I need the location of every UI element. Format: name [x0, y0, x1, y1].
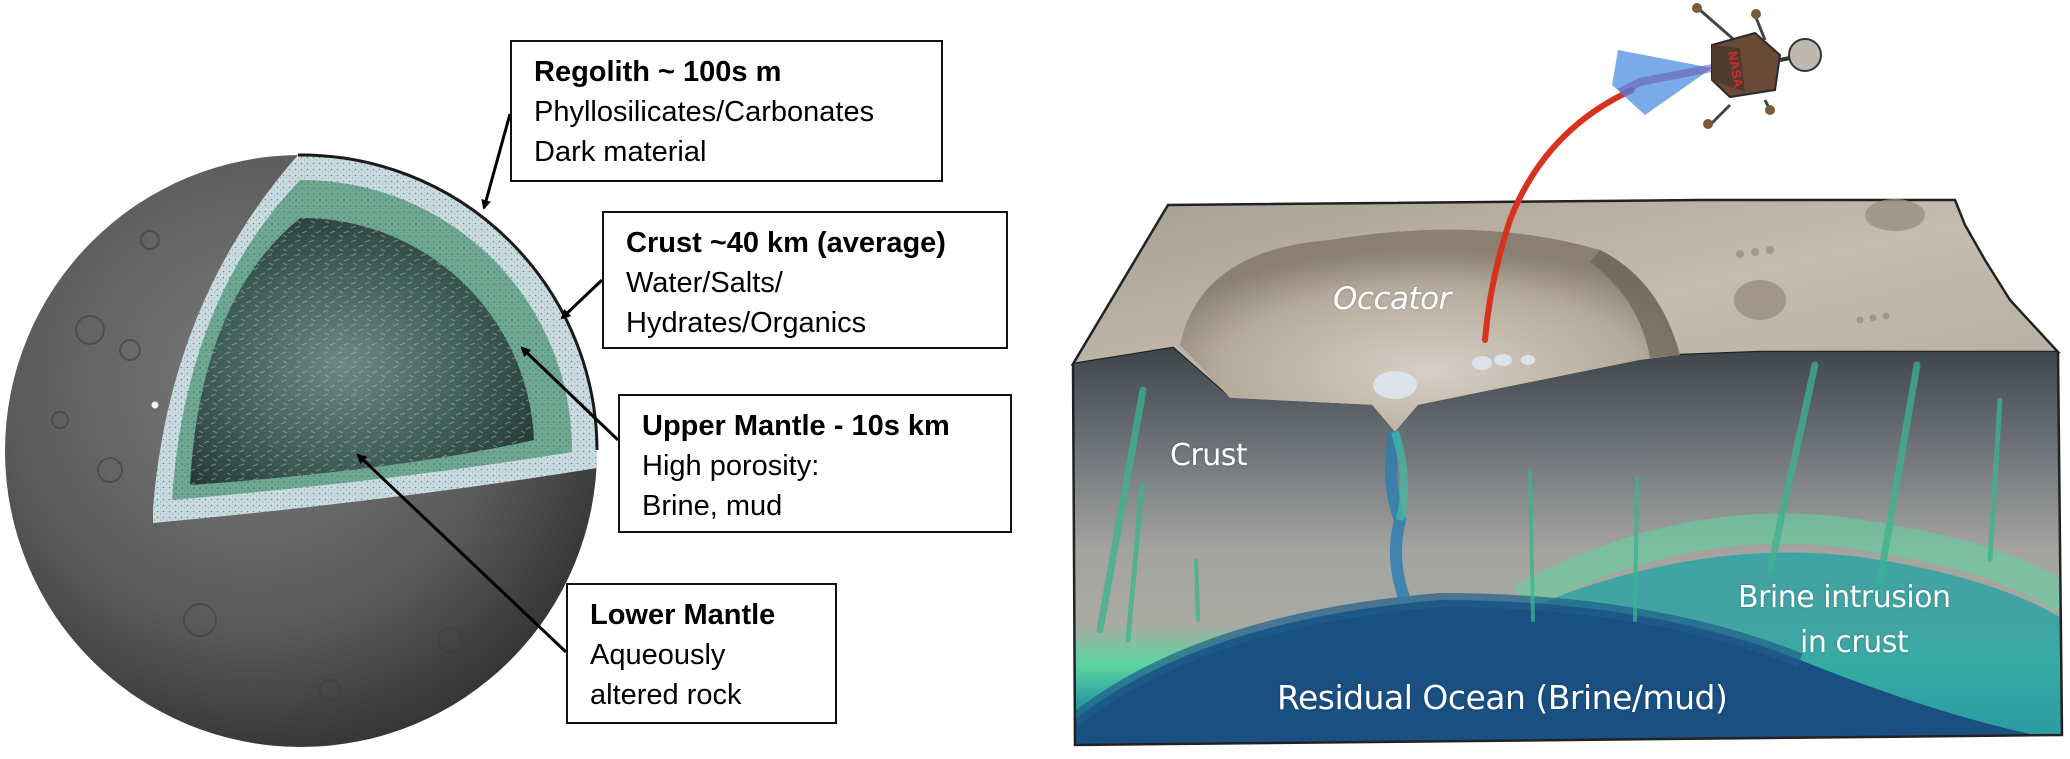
callout-regolith: Regolith ~ 100s m Phyllosilicates/Carbon…: [510, 40, 943, 182]
lander-spacecraft: NASA: [1692, 3, 1822, 129]
callout-lower-mantle-line-1: Aqueously: [590, 639, 726, 671]
callout-regolith-title: Regolith ~ 100s m: [534, 56, 782, 88]
lander-marking: NASA: [1725, 50, 1746, 89]
callout-crust-title: Crust ~40 km (average): [626, 227, 946, 259]
callout-upper-mantle: Upper Mantle - 10s km High porosity: Bri…: [618, 394, 1012, 533]
label-occator: Occator: [1333, 281, 1451, 317]
callout-crust-line-1: Water/Salts/: [626, 267, 783, 299]
occator-crater: [1180, 229, 1680, 432]
label-crust: Crust: [1170, 438, 1248, 473]
callout-lower-mantle-title: Lower Mantle: [590, 599, 776, 631]
callout-crust: Crust ~40 km (average) Water/Salts/ Hydr…: [602, 211, 1008, 349]
callout-regolith-line-1: Phyllosilicates/Carbonates: [534, 96, 875, 128]
thruster-plume: [1612, 50, 1712, 115]
brine-fractures: [1096, 361, 2003, 643]
regolith-leader-arrow: [481, 113, 512, 210]
callout-upper-mantle-title: Upper Mantle - 10s km: [642, 410, 950, 442]
bright-spot: [151, 401, 159, 409]
plain-craters: [1734, 199, 1925, 324]
surface-craters: [51, 230, 463, 701]
lower-mantle-leader-arrow: [356, 453, 568, 654]
label-brine-intrusion-1: Brine intrusion: [1738, 580, 1951, 615]
label-brine-intrusion-2: in crust: [1800, 625, 1909, 660]
residual-ocean: [1075, 600, 2060, 745]
callout-crust-line-2: Hydrates/Organics: [626, 307, 867, 339]
sample-trajectory: [1482, 87, 1635, 343]
upper-mantle-leader-arrow: [520, 346, 620, 442]
callout-upper-mantle-line-2: Brine, mud: [642, 490, 783, 522]
bright-deposits: [1373, 354, 1535, 399]
callout-upper-mantle-line-1: High porosity:: [642, 450, 820, 482]
crust-leader-arrow: [560, 278, 604, 320]
label-residual-ocean: Residual Ocean (Brine/mud): [1277, 678, 1728, 717]
callout-regolith-line-2: Dark material: [534, 136, 707, 168]
callout-lower-mantle: Lower Mantle Aqueously altered rock: [566, 583, 837, 724]
callout-lower-mantle-line-2: altered rock: [590, 679, 742, 711]
